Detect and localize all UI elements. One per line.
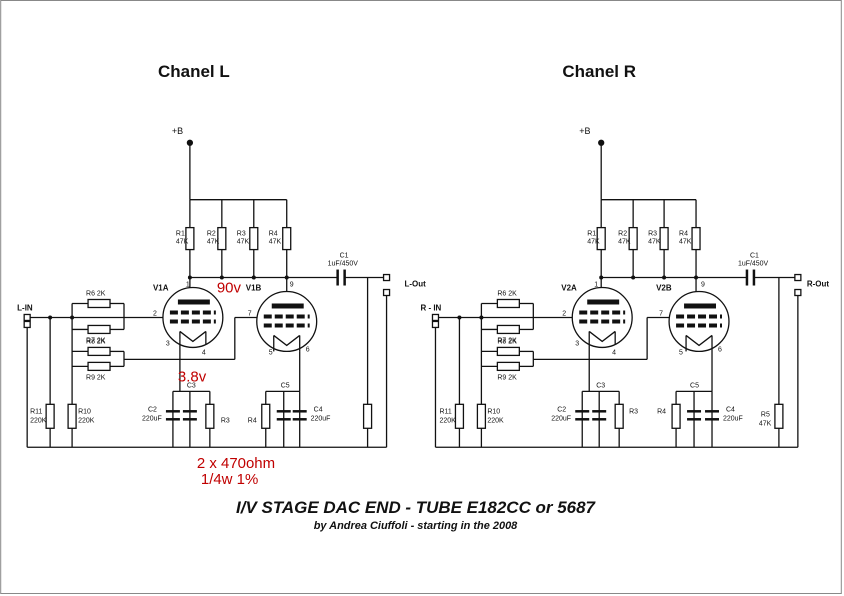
channel-left: Chanel L +B	[17, 62, 426, 488]
svg-text:47K: 47K	[679, 239, 692, 246]
svg-text:2: 2	[562, 310, 566, 317]
svg-text:6: 6	[306, 346, 310, 353]
svg-text:220uF: 220uF	[311, 415, 331, 422]
svg-text:47K: 47K	[176, 239, 189, 246]
svg-text:R3: R3	[629, 408, 638, 415]
channel-right: Chanel R +B	[421, 62, 829, 448]
svg-text:6: 6	[718, 346, 722, 353]
svg-text:C4: C4	[314, 406, 323, 413]
svg-text:C3: C3	[596, 382, 605, 389]
svg-text:1uF/450V: 1uF/450V	[328, 261, 359, 268]
svg-text:V2A: V2A	[561, 284, 577, 293]
svg-text:R4: R4	[679, 231, 688, 238]
svg-text:47K: 47K	[269, 239, 282, 246]
svg-text:R5: R5	[761, 411, 770, 418]
svg-text:R2: R2	[618, 231, 627, 238]
svg-text:C1: C1	[340, 253, 349, 260]
svg-text:47K: 47K	[648, 239, 661, 246]
plate-voltage-annotation: 90v	[217, 280, 242, 297]
svg-text:R4: R4	[269, 231, 278, 238]
svg-text:R8 2K: R8 2K	[86, 338, 106, 345]
svg-text:R7 2K: R7 2K	[86, 337, 106, 344]
l-in-label: L-IN	[17, 303, 33, 312]
svg-text:R3: R3	[237, 231, 246, 238]
r-in-label: R - IN	[421, 303, 442, 312]
svg-text:V1B: V1B	[246, 284, 262, 293]
svg-text:R10: R10	[78, 408, 91, 415]
svg-text:47K: 47K	[587, 239, 600, 246]
svg-text:47K: 47K	[237, 239, 250, 246]
svg-text:R11: R11	[30, 408, 42, 415]
schematic-subtitle: by Andrea Ciuffoli - starting in the 200…	[314, 520, 518, 532]
svg-text:V2B: V2B	[656, 284, 672, 293]
output-terminal-r	[794, 273, 802, 282]
supply-label-r: +B	[579, 126, 590, 136]
svg-text:R3: R3	[221, 417, 230, 424]
svg-text:220K: 220K	[439, 417, 456, 424]
schematic-title: I/V STAGE DAC END - TUBE E182CC or 5687	[236, 498, 597, 517]
svg-text:C2: C2	[557, 406, 566, 413]
channel-left-title: Chanel L	[158, 62, 230, 81]
svg-text:7: 7	[659, 310, 663, 317]
svg-text:3: 3	[166, 340, 170, 347]
tube-v2b	[668, 290, 730, 353]
svg-text:3: 3	[575, 340, 579, 347]
svg-text:C1: C1	[750, 253, 759, 260]
svg-text:R3: R3	[648, 231, 657, 238]
svg-text:9: 9	[290, 282, 294, 289]
svg-text:R11: R11	[439, 408, 451, 415]
svg-text:220K: 220K	[30, 417, 47, 424]
input-terminal-l	[23, 313, 31, 322]
resistor-note-2: 1/4w 1%	[201, 471, 258, 488]
svg-text:R1: R1	[587, 231, 596, 238]
svg-text:7: 7	[248, 310, 252, 317]
svg-text:220uF: 220uF	[551, 415, 571, 422]
svg-text:47K: 47K	[207, 239, 220, 246]
svg-text:C5: C5	[690, 382, 699, 389]
svg-text:1: 1	[186, 282, 190, 289]
r-out-label: R-Out	[807, 280, 829, 289]
svg-text:R8 2K: R8 2K	[497, 338, 517, 345]
svg-text:220uF: 220uF	[142, 415, 162, 422]
cathode-voltage-annotation: 3.8v	[178, 368, 207, 385]
svg-text:1: 1	[594, 282, 598, 289]
svg-text:47K: 47K	[759, 420, 772, 427]
supply-label: +B	[172, 126, 183, 136]
svg-text:5: 5	[679, 349, 683, 356]
svg-text:R2: R2	[207, 231, 216, 238]
svg-text:220uF: 220uF	[723, 415, 743, 422]
svg-text:9: 9	[701, 282, 705, 289]
svg-text:R4: R4	[248, 417, 257, 424]
svg-text:R6 2K: R6 2K	[86, 291, 106, 298]
svg-text:R1: R1	[176, 231, 185, 238]
svg-text:4: 4	[612, 349, 616, 356]
output-terminal-l	[382, 273, 391, 282]
channel-right-title: Chanel R	[562, 62, 636, 81]
svg-text:C4: C4	[726, 406, 735, 413]
svg-text:C3: C3	[187, 382, 196, 389]
resistor-note-1: 2 x 470ohm	[197, 455, 275, 472]
svg-text:220K: 220K	[78, 417, 95, 424]
svg-text:C5: C5	[281, 382, 290, 389]
input-terminal-r	[431, 313, 440, 322]
svg-text:5: 5	[269, 349, 273, 356]
svg-text:R9 2K: R9 2K	[497, 374, 517, 381]
svg-text:R4: R4	[657, 408, 666, 415]
svg-text:R9 2K: R9 2K	[86, 374, 106, 381]
svg-text:2: 2	[153, 310, 157, 317]
svg-text:4: 4	[202, 349, 206, 356]
svg-text:R6 2K: R6 2K	[497, 291, 517, 298]
tube-v1b	[256, 290, 318, 353]
svg-text:R10: R10	[487, 408, 500, 415]
l-out-label: L-Out	[405, 280, 427, 289]
svg-text:47K: 47K	[618, 239, 631, 246]
svg-text:V1A: V1A	[153, 284, 169, 293]
svg-text:1uF/450V: 1uF/450V	[738, 261, 769, 268]
svg-text:R7 2K: R7 2K	[497, 337, 517, 344]
svg-text:220K: 220K	[487, 417, 504, 424]
svg-text:C2: C2	[148, 406, 157, 413]
